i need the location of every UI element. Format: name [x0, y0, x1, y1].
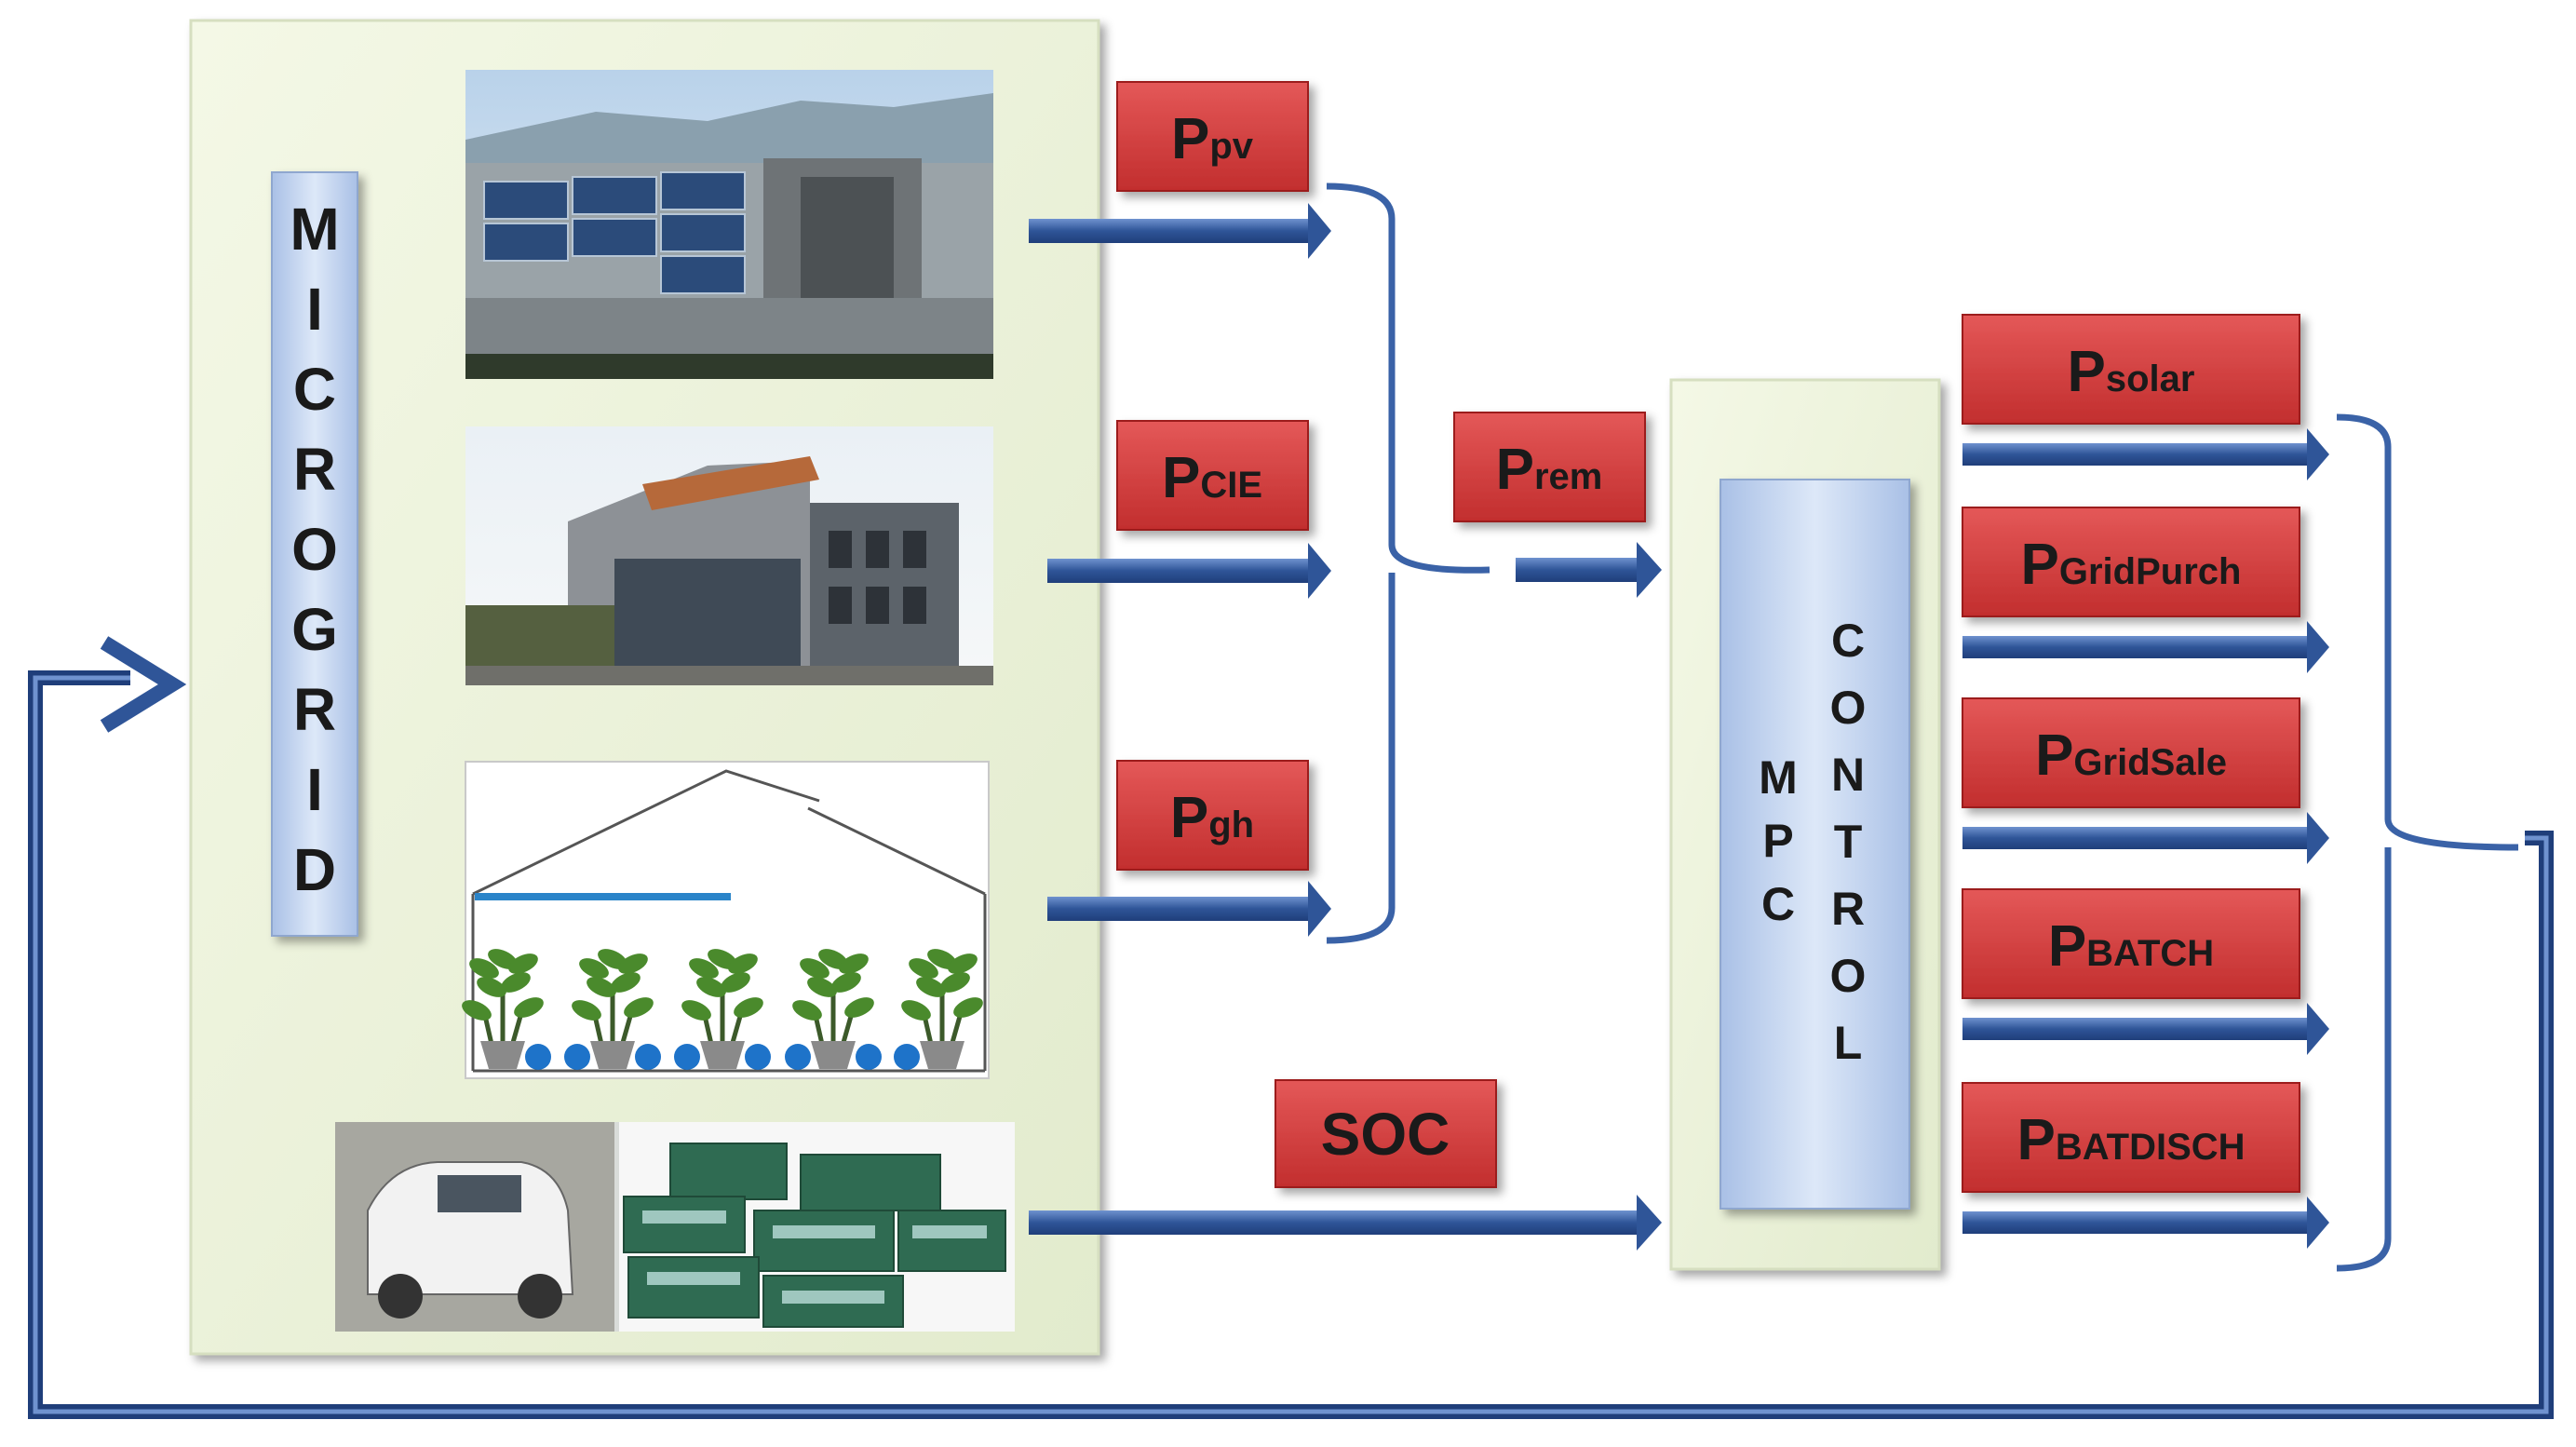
control-letter: N — [1831, 749, 1865, 801]
mpc-label: MPC — [1759, 751, 1798, 930]
output-batch: PBATCH — [1962, 888, 2329, 1055]
water-drop — [674, 1044, 700, 1070]
svg-text:PGridSale: PGridSale — [2035, 724, 2227, 788]
microgrid-letter: M — [290, 196, 339, 263]
control-letter: T — [1834, 816, 1863, 868]
output-gridsale: PGridSale — [1962, 697, 2329, 864]
svg-text:Ppv: Ppv — [1171, 107, 1254, 171]
microgrid-letter: R — [293, 436, 336, 503]
ev-battery-photo — [335, 1122, 1015, 1332]
output-sub: solar — [2106, 358, 2195, 399]
prem-sub: rem — [1534, 456, 1602, 497]
pgh-box: Pgh — [1116, 760, 1309, 871]
pgh-sub: gh — [1208, 805, 1254, 845]
water-drop — [564, 1044, 590, 1070]
svg-text:PCIE: PCIE — [1162, 446, 1262, 510]
pcie-sub: CIE — [1200, 465, 1262, 506]
ppv-main: P — [1171, 107, 1209, 171]
plant — [792, 949, 874, 1069]
arrow-ppv — [1029, 203, 1331, 259]
output-main: P — [2016, 1108, 2055, 1172]
output-gridpurch: PGridPurch — [1962, 507, 2329, 673]
output-arrow — [1962, 636, 2316, 658]
prem-main: P — [1496, 438, 1534, 502]
prem-box: Prem — [1453, 412, 1646, 522]
svg-text:Psolar: Psolar — [2068, 340, 2195, 404]
control-letter: L — [1834, 1017, 1863, 1069]
plant — [572, 949, 654, 1069]
mpc-label-bar — [1720, 479, 1910, 1210]
arrow-pgh — [1047, 881, 1331, 937]
ppv-sub: pv — [1209, 126, 1253, 167]
output-arrow — [1962, 443, 2316, 466]
pgh-main: P — [1170, 786, 1208, 850]
output-arrow — [1962, 1018, 2316, 1040]
soc-box: SOC — [1275, 1079, 1497, 1188]
soc-label: SOC — [1321, 1101, 1450, 1168]
svg-text:Prem: Prem — [1496, 438, 1603, 502]
microgrid-letter: I — [306, 756, 323, 823]
output-arrow — [1962, 1211, 2316, 1234]
ppv-box: Ppv — [1116, 81, 1309, 192]
water-drop — [635, 1044, 661, 1070]
plant — [901, 949, 983, 1069]
water-drop — [894, 1044, 920, 1070]
mpc-letter: C — [1761, 878, 1795, 930]
plant — [462, 949, 544, 1069]
water-drop — [785, 1044, 811, 1070]
svg-text:PBATCH: PBATCH — [2048, 914, 2214, 979]
mpc-letter: P — [1762, 815, 1793, 867]
control-letter: R — [1831, 883, 1865, 935]
control-letter: O — [1830, 682, 1867, 734]
control-letter: O — [1830, 950, 1867, 1002]
output-batdisch: PBATDISCH — [1962, 1082, 2329, 1249]
water-drop — [525, 1044, 551, 1070]
output-main: P — [2048, 914, 2086, 979]
microgrid-letter: D — [293, 836, 336, 903]
arrow-prem-to-mpc — [1516, 542, 1662, 598]
pcie-main: P — [1162, 446, 1200, 510]
plant — [681, 949, 763, 1069]
pv-building-photo — [465, 70, 993, 379]
output-sub: GridPurch — [2059, 551, 2242, 592]
microgrid-letter: C — [293, 356, 336, 423]
output-bracket — [2336, 413, 2519, 1272]
microgrid-letter: R — [293, 676, 336, 743]
output-main: P — [2035, 724, 2073, 788]
svg-text:Pgh: Pgh — [1170, 786, 1254, 850]
mpc-letter: M — [1759, 751, 1798, 804]
microgrid-letter: O — [291, 516, 338, 583]
output-main: P — [2021, 533, 2059, 597]
greenhouse-illustration — [462, 761, 990, 1079]
arrow-pcie — [1047, 543, 1331, 599]
input-bracket — [1326, 183, 1490, 944]
svg-text:PBATDISCH: PBATDISCH — [2016, 1108, 2245, 1172]
output-main: P — [2068, 340, 2106, 404]
cie-building-photo — [465, 426, 993, 685]
output-solar: Psolar — [1962, 314, 2329, 480]
output-sub: BATCH — [2086, 933, 2214, 974]
output-arrow — [1962, 827, 2316, 849]
microgrid-letter: G — [291, 596, 338, 663]
microgrid-letter: I — [306, 276, 323, 343]
pcie-box: PCIE — [1116, 420, 1309, 531]
water-drop — [745, 1044, 771, 1070]
water-drop — [856, 1044, 882, 1070]
control-letter: C — [1831, 615, 1865, 667]
microgrid-label-bar — [271, 171, 358, 937]
output-sub: BATDISCH — [2056, 1127, 2246, 1168]
output-sub: GridSale — [2073, 742, 2227, 783]
svg-text:PGridPurch: PGridPurch — [2021, 533, 2242, 597]
feedback-arrowhead — [100, 636, 187, 733]
arrow-soc-to-mpc — [1029, 1195, 1662, 1251]
